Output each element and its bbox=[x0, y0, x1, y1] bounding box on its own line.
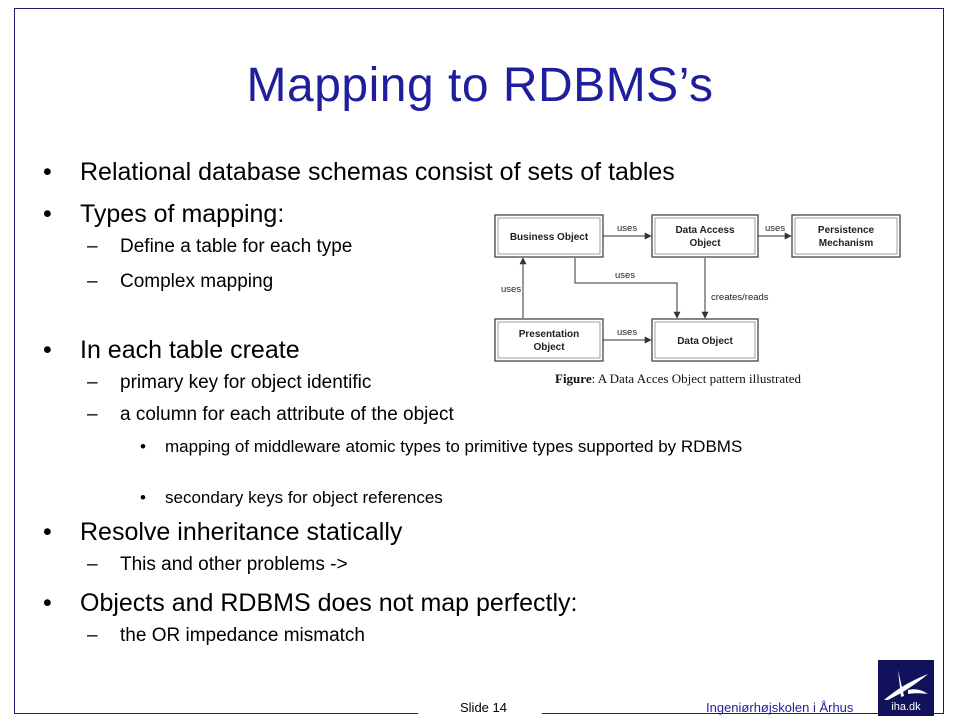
dash-marker: – bbox=[87, 236, 98, 257]
data-access-object-box: Data Access Object bbox=[651, 214, 759, 258]
bullet-marker: • bbox=[43, 518, 52, 546]
bullet-marker: • bbox=[43, 200, 52, 228]
presentation-object-label-line1: Presentation bbox=[519, 329, 580, 340]
edge-label-uses: uses bbox=[617, 327, 637, 338]
sub-bullet-text: the OR impedance mismatch bbox=[120, 625, 365, 646]
edge-label-uses: uses bbox=[501, 284, 521, 295]
figure-caption-bold: Figure bbox=[555, 371, 592, 386]
slide-number: Slide 14 bbox=[460, 700, 507, 715]
sub-bullet-text: This and other problems -> bbox=[120, 554, 348, 575]
persistence-mechanism-label-line1: Persistence bbox=[818, 225, 875, 236]
slide-title: Mapping to RDBMS’s bbox=[246, 59, 714, 112]
dash-marker: – bbox=[87, 625, 98, 646]
edge-business-to-data-object bbox=[574, 258, 681, 319]
bullet-marker: • bbox=[140, 437, 146, 456]
sub-bullet-text: Define a table for each type bbox=[120, 236, 353, 257]
bullet-text: In each table create bbox=[80, 336, 300, 364]
data-access-object-label-line1: Data Access bbox=[675, 225, 735, 236]
edge-label-uses: uses bbox=[765, 223, 785, 234]
logo-text: iha.dk bbox=[891, 701, 921, 713]
bullet-marker: • bbox=[43, 158, 52, 186]
dao-diagram: Business Object Data Access Object Persi… bbox=[494, 214, 901, 386]
bullet-text: Objects and RDBMS does not map perfectly… bbox=[80, 589, 578, 617]
bullet-text: Relational database schemas consist of s… bbox=[80, 158, 675, 186]
business-object-box: Business Object bbox=[494, 214, 604, 258]
presentation-object-label-line2: Object bbox=[533, 342, 565, 353]
footer-frame-gap bbox=[418, 708, 542, 718]
business-object-label: Business Object bbox=[510, 232, 589, 243]
sub-bullet-text: a column for each attribute of the objec… bbox=[120, 404, 454, 425]
data-object-label: Data Object bbox=[677, 336, 733, 347]
organization-name: Ingeniørhøjskolen i Århus bbox=[706, 700, 854, 715]
presentation-object-box: Presentation Object bbox=[494, 318, 604, 362]
persistence-mechanism-box: Persistence Mechanism bbox=[791, 214, 901, 258]
sub-bullet-text: Complex mapping bbox=[120, 271, 274, 292]
bullet-marker: • bbox=[43, 336, 52, 364]
edge-label-creates-reads: creates/reads bbox=[711, 292, 769, 303]
edge-label-uses: uses bbox=[615, 270, 635, 281]
dash-marker: – bbox=[87, 372, 98, 393]
iha-logo: iha.dk bbox=[878, 660, 934, 716]
bullet-text: Resolve inheritance statically bbox=[80, 518, 403, 546]
figure-caption: Figure: A Data Acces Object pattern illu… bbox=[555, 371, 801, 386]
data-object-box: Data Object bbox=[651, 318, 759, 362]
sub-bullet-text: primary key for object identific bbox=[120, 372, 372, 393]
sub-sub-bullet-text: mapping of middleware atomic types to pr… bbox=[165, 437, 743, 456]
dao-pattern-figure: Business Object Data Access Object Persi… bbox=[465, 205, 933, 390]
dash-marker: – bbox=[87, 271, 98, 292]
figure-caption-rest: : A Data Acces Object pattern illustrate… bbox=[592, 371, 802, 386]
dash-marker: – bbox=[87, 404, 98, 425]
bullet-marker: • bbox=[43, 589, 52, 617]
bullet-text: Types of mapping: bbox=[80, 200, 285, 228]
data-access-object-label-line2: Object bbox=[689, 238, 721, 249]
dash-marker: – bbox=[87, 554, 98, 575]
sub-sub-bullet-text: secondary keys for object references bbox=[165, 488, 443, 507]
persistence-mechanism-label-line2: Mechanism bbox=[819, 238, 874, 249]
edge-label-uses: uses bbox=[617, 223, 637, 234]
iha-logo-mark-icon bbox=[884, 670, 928, 700]
bullet-marker: • bbox=[140, 488, 146, 507]
